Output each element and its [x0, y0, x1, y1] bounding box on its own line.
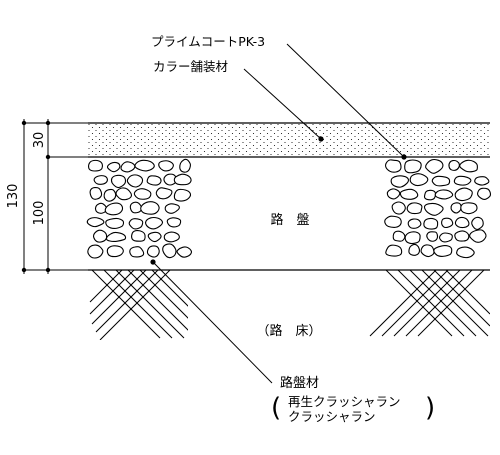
stone-shape — [423, 189, 437, 201]
stone-shape — [147, 231, 162, 243]
stone-shape — [454, 230, 470, 242]
stone-shape — [133, 188, 152, 200]
stone-shape — [385, 159, 402, 173]
dim-surface-thickness: 30 — [32, 132, 47, 149]
stone-shape — [460, 202, 478, 215]
subgrade-hatch-right — [369, 270, 490, 337]
surface-layer — [88, 123, 490, 157]
label-subgrade: （路 床） — [256, 323, 321, 339]
stone-shape — [115, 187, 133, 201]
stone-shape — [129, 201, 143, 214]
stone-shape — [385, 244, 403, 257]
stone-shape — [426, 231, 439, 242]
stone-shape — [106, 245, 124, 258]
dim-base-thickness: 100 — [32, 201, 47, 226]
stone-shape — [391, 201, 406, 215]
stone-shape — [140, 201, 160, 215]
stone-shape — [89, 187, 103, 200]
stone-shape — [406, 202, 423, 215]
stone-shape — [131, 229, 146, 242]
stone-shape — [88, 159, 104, 172]
stone-shape — [433, 245, 453, 257]
label-base-material: 路盤材 — [280, 375, 319, 391]
dimension-tick-dots — [21, 120, 51, 273]
stone-shape — [145, 216, 164, 230]
stone-shape — [408, 243, 421, 256]
stone-shape — [163, 231, 180, 243]
stone-shape — [129, 246, 145, 258]
stone-shape — [173, 188, 192, 202]
stone-shape — [392, 230, 406, 242]
stone-shape — [386, 188, 401, 200]
stone-shape — [87, 244, 104, 259]
label-crusher-run: クラッシャラン — [288, 409, 376, 424]
stone-shape — [384, 215, 402, 228]
stone-shape — [434, 189, 454, 200]
stone-shape — [469, 229, 487, 243]
leader-dots — [150, 136, 407, 265]
stone-shape — [173, 173, 192, 186]
stone-shape — [471, 216, 484, 231]
stone-shape — [454, 187, 473, 202]
stone-shape — [399, 188, 419, 200]
paren-open: ( — [271, 393, 281, 423]
stone-shape — [423, 202, 444, 216]
stone-shape — [477, 187, 492, 200]
stone-shape — [425, 158, 444, 174]
stone-shape — [106, 161, 121, 173]
stone-shape — [103, 188, 117, 202]
stone-shape — [448, 159, 460, 171]
stone-shape — [474, 176, 490, 186]
stone-shape — [134, 159, 155, 172]
stone-shape — [93, 175, 108, 185]
base-stones-right — [384, 158, 492, 259]
stone-shape — [179, 158, 191, 173]
leader-lines — [152, 43, 405, 384]
stone-shape — [86, 217, 105, 228]
stone-shape — [94, 202, 108, 214]
stone-shape — [105, 231, 127, 243]
dim-total-thickness: 130 — [6, 184, 21, 209]
subgrade-hatch-left — [89, 270, 188, 340]
stone-shape — [158, 160, 174, 172]
stone-shape — [441, 217, 454, 229]
stone-shape — [155, 187, 173, 200]
stone-shape — [166, 217, 182, 228]
stone-shape — [450, 202, 462, 214]
stone-shape — [439, 232, 453, 243]
stone-shape — [390, 175, 410, 188]
stone-shape — [146, 245, 160, 258]
stone-shape — [456, 246, 475, 259]
stone-shape — [409, 173, 429, 187]
stone-shape — [146, 175, 162, 186]
base-stones-left — [86, 158, 193, 259]
stone-shape — [104, 202, 124, 216]
stone-shape — [110, 174, 127, 189]
stone-shape — [404, 231, 421, 245]
stone-shape — [120, 161, 136, 173]
stone-shape — [128, 218, 144, 230]
stone-shape — [93, 229, 108, 243]
stone-shape — [420, 244, 435, 258]
stone-shape — [423, 217, 439, 230]
label-primer-coat: プライムコートPK-3 — [151, 34, 265, 49]
stone-shape — [105, 217, 125, 229]
label-recycled-crusher-run: 再生クラッシャラン — [288, 394, 401, 409]
stone-shape — [431, 175, 451, 187]
label-base-course: 路 盤 — [270, 212, 309, 228]
stone-shape — [176, 246, 193, 258]
stone-shape — [459, 159, 478, 173]
stone-shape — [407, 218, 422, 229]
stone-shape — [164, 203, 180, 214]
paren-close: ) — [425, 393, 435, 423]
dimension-lines — [23, 119, 88, 274]
stone-shape — [162, 243, 177, 259]
stone-shape — [404, 159, 422, 174]
label-surface-material: カラー舗装材 — [153, 59, 228, 74]
stone-shape — [126, 174, 144, 188]
stone-shape — [454, 216, 470, 229]
stone-shape — [453, 175, 472, 186]
